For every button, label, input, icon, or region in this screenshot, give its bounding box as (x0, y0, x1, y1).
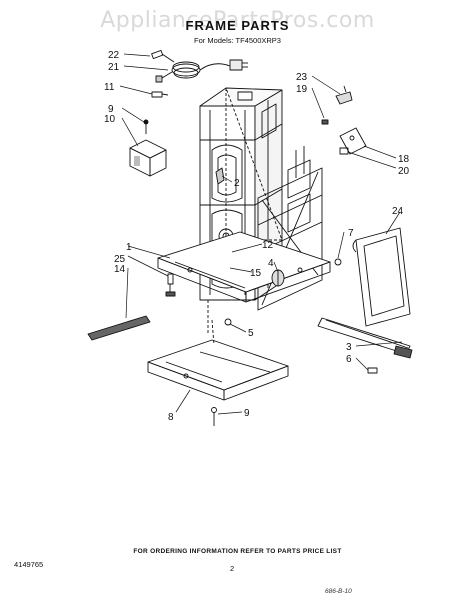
callout-24: 24 (392, 206, 404, 217)
callout-3: 3 (346, 342, 352, 353)
part-10-bracket (129, 119, 167, 177)
part-7-screw (334, 258, 342, 266)
callout-4: 4 (268, 258, 274, 269)
part-9-lower-screw (211, 407, 217, 426)
callout-11: 11 (104, 82, 115, 93)
watermark: AppliancePartsPros.com (100, 8, 375, 33)
part-5-screw (224, 318, 232, 326)
callout-6: 6 (346, 354, 352, 365)
callout-12: 12 (262, 240, 274, 251)
part-6-screw (367, 367, 378, 374)
part-4-fan (271, 269, 285, 287)
callout-14: 14 (114, 264, 126, 275)
callout-19: 19 (296, 84, 308, 95)
callout-8: 8 (168, 412, 174, 423)
ordering-note: FOR ORDERING INFORMATION REFER TO PARTS … (133, 548, 342, 555)
leader-lines (119, 53, 403, 415)
part-8-drain-pan (147, 319, 289, 401)
callout-7: 7 (348, 228, 354, 239)
callout-1: 1 (126, 242, 132, 253)
part-2 (215, 167, 225, 185)
part-24-panel (352, 227, 411, 327)
power-cord (151, 49, 248, 83)
part-18-bracket (339, 127, 367, 155)
callout-labels: 22 21 11 9 10 23 19 18 20 24 2 12 15 4 7… (104, 50, 410, 423)
callout-23: 23 (296, 72, 308, 83)
part-25-screw (165, 273, 176, 297)
part-23 (321, 85, 353, 125)
page-number: 2 (230, 564, 235, 573)
callout-10: 10 (104, 114, 116, 125)
callout-5: 5 (248, 328, 254, 339)
callout-22: 22 (108, 50, 120, 61)
callout-9-lower: 9 (244, 408, 250, 419)
document-number: 4149765 (14, 560, 44, 569)
handwritten-stamp: 686-B-10 (325, 588, 352, 595)
callout-2-upper: 2 (234, 178, 240, 189)
callout-15: 15 (250, 268, 262, 279)
page-title: FRAME PARTS (185, 18, 290, 33)
part-3-rail (317, 317, 413, 359)
base-pan (157, 231, 331, 335)
callout-9-upper: 9 (108, 104, 114, 115)
callout-25: 25 (114, 254, 126, 265)
callout-20: 20 (398, 166, 410, 177)
callout-18: 18 (398, 154, 410, 165)
part-11-screw (151, 91, 169, 98)
models-subtitle: For Models: TF4500XRP3 (194, 36, 281, 45)
part-14-strip (87, 315, 151, 341)
callout-21: 21 (108, 62, 120, 73)
